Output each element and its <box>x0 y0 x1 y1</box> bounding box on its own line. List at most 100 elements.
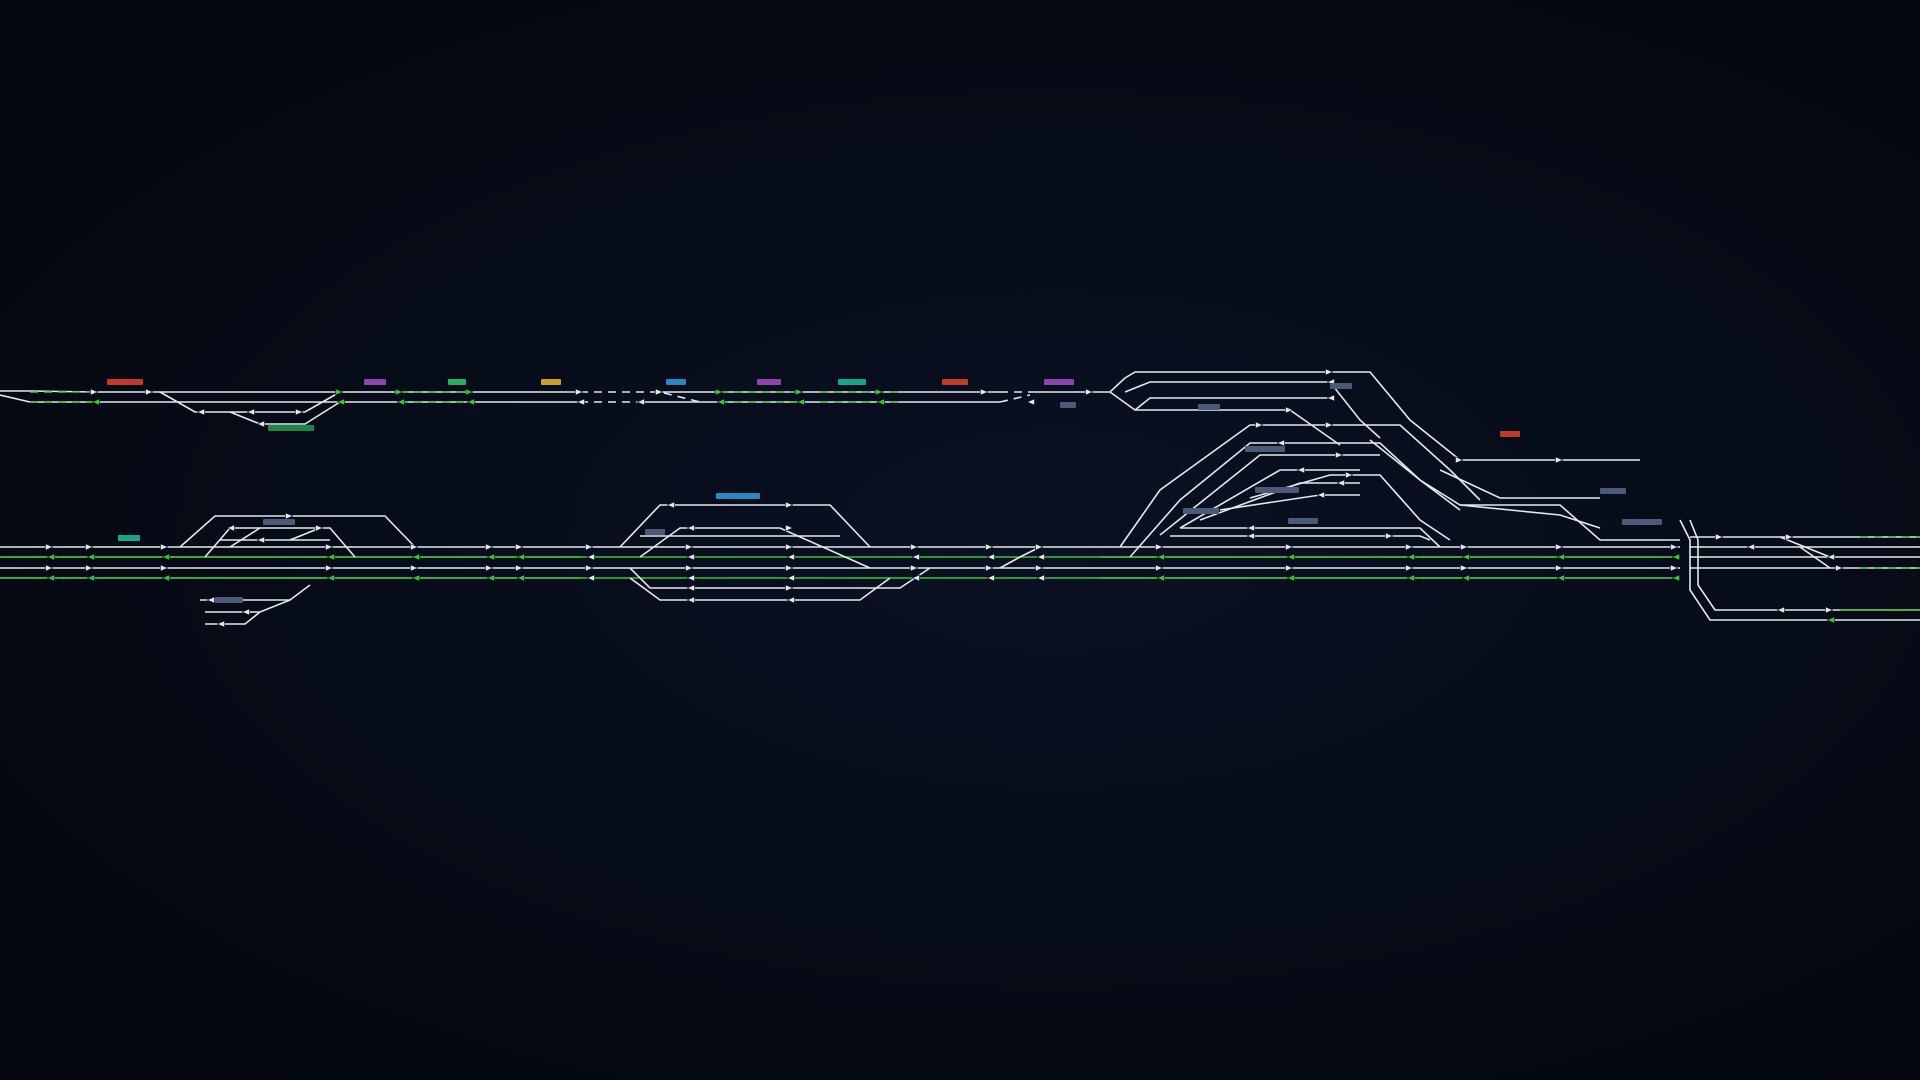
signal-stop-icon[interactable] <box>1285 543 1294 551</box>
signal-stop-icon[interactable] <box>785 524 794 532</box>
station-label[interactable] <box>1060 402 1076 408</box>
station-label[interactable] <box>942 379 968 385</box>
signal-stop-icon[interactable] <box>575 388 584 396</box>
signal-proceed-icon[interactable] <box>875 388 884 396</box>
signal-stop-icon[interactable] <box>655 388 664 396</box>
signal-stop-icon[interactable] <box>585 564 594 572</box>
signal-stop-icon[interactable] <box>786 574 795 582</box>
signal-stop-icon[interactable] <box>1316 491 1325 499</box>
signal-stop-icon[interactable] <box>1826 553 1835 561</box>
signal-stop-icon[interactable] <box>911 553 920 561</box>
signal-proceed-icon[interactable] <box>1556 553 1565 561</box>
signal-stop-icon[interactable] <box>145 388 154 396</box>
signal-stop-icon[interactable] <box>786 596 795 604</box>
signal-proceed-icon[interactable] <box>395 388 404 396</box>
signal-proceed-icon[interactable] <box>876 398 885 406</box>
signal-stop-icon[interactable] <box>636 398 645 406</box>
signal-stop-icon[interactable] <box>1746 543 1755 551</box>
signal-stop-icon[interactable] <box>1325 421 1334 429</box>
signal-stop-icon[interactable] <box>686 596 695 604</box>
signal-stop-icon[interactable] <box>515 543 524 551</box>
station-label[interactable] <box>666 379 686 385</box>
signal-stop-icon[interactable] <box>910 543 919 551</box>
signal-stop-icon[interactable] <box>1325 368 1334 376</box>
signal-proceed-icon[interactable] <box>1406 553 1415 561</box>
signal-stop-icon[interactable] <box>686 553 695 561</box>
signal-proceed-icon[interactable] <box>1671 553 1680 561</box>
signal-proceed-icon[interactable] <box>396 398 405 406</box>
signal-stop-icon[interactable] <box>315 524 324 532</box>
signal-stop-icon[interactable] <box>1715 533 1724 541</box>
signal-stop-icon[interactable] <box>911 574 920 582</box>
station-label[interactable] <box>107 379 143 385</box>
signal-stop-icon[interactable] <box>586 553 595 561</box>
station-label[interactable] <box>1245 446 1285 452</box>
station-label[interactable] <box>263 519 295 525</box>
signal-stop-icon[interactable] <box>256 420 265 428</box>
station-label[interactable] <box>215 597 243 603</box>
station-label[interactable] <box>1044 379 1074 385</box>
signal-stop-icon[interactable] <box>160 543 169 551</box>
signal-stop-icon[interactable] <box>410 564 419 572</box>
signal-stop-icon[interactable] <box>1285 406 1294 414</box>
signal-stop-icon[interactable] <box>1776 606 1785 614</box>
station-label[interactable] <box>118 535 140 541</box>
station-label[interactable] <box>757 379 781 385</box>
signal-stop-icon[interactable] <box>1555 543 1564 551</box>
signal-stop-icon[interactable] <box>1255 421 1264 429</box>
signal-stop-icon[interactable] <box>686 584 695 592</box>
signal-stop-icon[interactable] <box>1460 543 1469 551</box>
signal-proceed-icon[interactable] <box>1671 574 1680 582</box>
station-label[interactable] <box>1198 404 1220 410</box>
signal-stop-icon[interactable] <box>1455 456 1464 464</box>
station-label[interactable] <box>364 379 386 385</box>
signal-proceed-icon[interactable] <box>161 553 170 561</box>
signal-stop-icon[interactable] <box>985 564 994 572</box>
signal-stop-icon[interactable] <box>786 553 795 561</box>
signal-proceed-icon[interactable] <box>1286 574 1295 582</box>
signal-stop-icon[interactable] <box>576 398 585 406</box>
signal-proceed-icon[interactable] <box>411 553 420 561</box>
signal-proceed-icon[interactable] <box>795 388 804 396</box>
signal-stop-icon[interactable] <box>1246 532 1255 540</box>
signal-proceed-icon[interactable] <box>1156 553 1165 561</box>
signal-stop-icon[interactable] <box>910 564 919 572</box>
signal-proceed-icon[interactable] <box>326 574 335 582</box>
signal-stop-icon[interactable] <box>1336 479 1345 487</box>
signal-stop-icon[interactable] <box>586 574 595 582</box>
signal-proceed-icon[interactable] <box>1461 553 1470 561</box>
signal-stop-icon[interactable] <box>1385 532 1394 540</box>
signal-proceed-icon[interactable] <box>411 574 420 582</box>
signal-stop-icon[interactable] <box>90 388 99 396</box>
signal-stop-icon[interactable] <box>1405 543 1414 551</box>
signal-stop-icon[interactable] <box>1555 456 1564 464</box>
signal-stop-icon[interactable] <box>666 501 675 509</box>
signal-stop-icon[interactable] <box>206 596 215 604</box>
signal-stop-icon[interactable] <box>1555 564 1564 572</box>
signal-stop-icon[interactable] <box>1835 564 1844 572</box>
signal-proceed-icon[interactable] <box>1461 574 1470 582</box>
signal-stop-icon[interactable] <box>785 543 794 551</box>
station-label[interactable] <box>1500 431 1520 437</box>
signal-stop-icon[interactable] <box>1285 564 1294 572</box>
signal-stop-icon[interactable] <box>1345 471 1354 479</box>
signal-stop-icon[interactable] <box>85 543 94 551</box>
signal-stop-icon[interactable] <box>785 564 794 572</box>
signal-stop-icon[interactable] <box>1035 564 1044 572</box>
signal-proceed-icon[interactable] <box>796 398 805 406</box>
signal-stop-icon[interactable] <box>325 543 334 551</box>
signal-proceed-icon[interactable] <box>1826 616 1835 624</box>
signal-stop-icon[interactable] <box>1036 574 1045 582</box>
signal-stop-icon[interactable] <box>196 408 205 416</box>
signal-stop-icon[interactable] <box>1670 543 1679 551</box>
signal-stop-icon[interactable] <box>1035 543 1044 551</box>
signal-stop-icon[interactable] <box>485 543 494 551</box>
station-label[interactable] <box>1330 383 1352 389</box>
station-label[interactable] <box>1622 519 1662 525</box>
signal-stop-icon[interactable] <box>1326 394 1335 402</box>
signal-stop-icon[interactable] <box>1825 606 1834 614</box>
signal-proceed-icon[interactable] <box>335 388 344 396</box>
station-label[interactable] <box>838 379 866 385</box>
signal-proceed-icon[interactable] <box>465 388 474 396</box>
